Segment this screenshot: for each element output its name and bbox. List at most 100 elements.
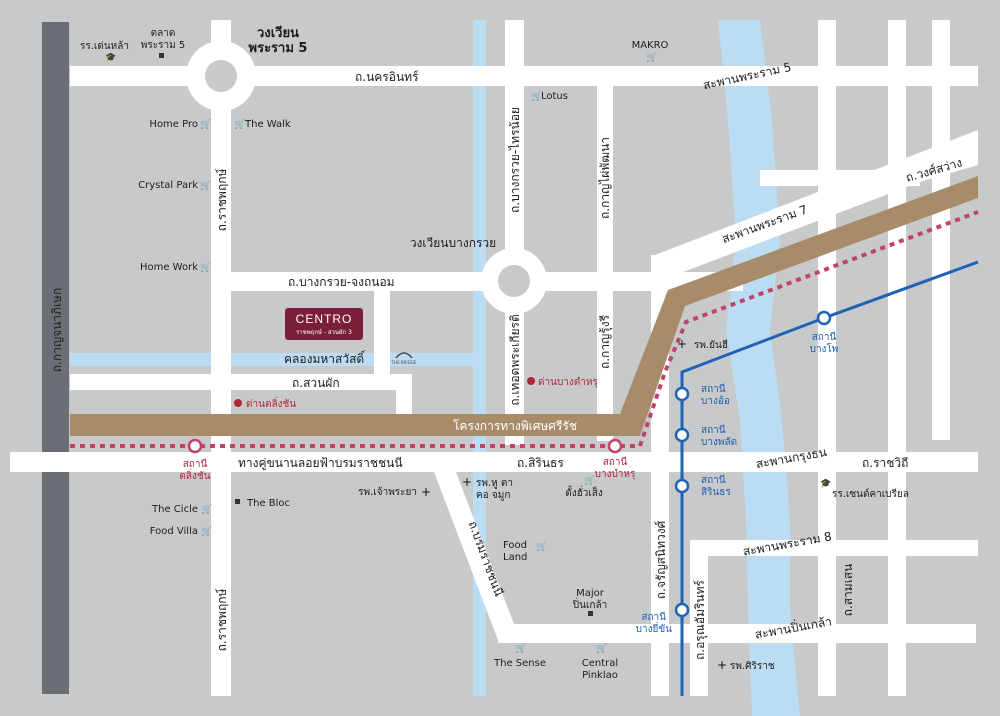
station-word: สถานี (701, 383, 726, 395)
bridge-logo-text: THE BRIDGE (391, 360, 417, 365)
bang-kruai-circle-label: วงเวียนบางกรวย (410, 236, 496, 250)
station-word: สถานี (701, 424, 726, 436)
station-word: สถานี (603, 456, 628, 468)
cart-icon: 🛒 (536, 540, 547, 552)
road-label-kan-phai-phatthana: ถ.กาญไผ่พัฒนา (598, 137, 612, 219)
station-word: สถานี (701, 474, 726, 486)
road-suan-phak (70, 374, 412, 390)
poi-school-dengla: รร.เด่นหล้า (80, 40, 129, 52)
centro-project-badge[interactable]: CENTRO ราชพฤกษ์ - สวนผัก 3 (285, 308, 363, 340)
road-pin-klao (498, 624, 976, 643)
station-bang-yi-khan-ring[interactable] (674, 602, 690, 618)
station-bang-o-ring[interactable] (674, 386, 690, 402)
checkpoint-dot-icon (527, 377, 535, 385)
checkpoint-bang-kruai-label: ด่านบางตำหรุ (538, 377, 598, 388)
station-labels: สถานี ตลิ่งชัน สถานี บางบำหรุ สถานี บางอ… (179, 331, 838, 635)
station-bang-phlat-ring[interactable] (674, 427, 690, 443)
road-label-suan-phak: ถ.สวนผัก (292, 376, 340, 390)
station-word: สถานี (812, 331, 837, 343)
cart-icon: 🛒 (234, 118, 245, 130)
road-far-east-vertical (932, 20, 950, 440)
road-kan-rung (597, 291, 613, 441)
checkpoint-taling-chan-label: ด่านตลิ่งชัน (246, 396, 296, 410)
poi-food-villa: Food Villa (150, 526, 198, 537)
cart-icon: 🛒 (531, 90, 542, 102)
market-icon (159, 53, 164, 58)
road-label-thoet-phrakiat: ถ.เทอดพระเกียรติ (508, 314, 522, 406)
centro-subtitle: ราชพฤกษ์ - สวนผัก 3 (296, 328, 352, 336)
poi-tang-hua-seng: ตั้งฮั่วเส็ง (565, 485, 603, 499)
road-kan-phai-phatthana (597, 86, 613, 272)
school-icon: 🎓 (820, 478, 831, 489)
the-bridge-logo: THE BRIDGE (391, 352, 417, 365)
rama5-circle-label-2: พระราม 5 (249, 41, 308, 56)
cart-icon: 🛒 (201, 503, 212, 515)
road-sirindhorn (10, 452, 978, 472)
road-label-ratchaphruek-top: ถ.ราชพฤกษ์ (215, 168, 229, 231)
blue-line-rail (680, 260, 979, 696)
school-icon: 🎓 (105, 52, 116, 63)
road-st-gabriel-cross (836, 452, 976, 472)
road-ratchaphruek (211, 20, 231, 696)
road-label-bang-kruai-chong-thanom: ถ.บางกรวย-จงถนอม (288, 275, 395, 289)
station-bang-bamru-label: บางบำหรุ (595, 469, 636, 480)
poi-siriraj: รพ.ศิริราช (730, 661, 775, 672)
hospital-cross-icon: + (677, 337, 687, 351)
poi-labels: รร.เด่นหล้า ตลาด พระราม 5 MAKRO Lotus Ho… (80, 28, 909, 681)
poi-central-2: Pinklao (582, 670, 618, 681)
poi-the-sense: The Sense (493, 658, 546, 669)
poi-icons: 🎓 🛒 🛒 🛒 🛒 🛒 🛒 + + + 🛒 🛒 🛒 🛒 🛒 🛒 + 🎓 (105, 51, 831, 672)
poi-home-work: Home Work (140, 262, 198, 273)
poi-central-1: Central (582, 658, 618, 669)
market-icon (235, 499, 240, 504)
road-label-ratchaphruek-bottom: ถ.ราชพฤกษ์ (215, 588, 229, 651)
station-bang-pho-label: บางโพ (810, 342, 839, 355)
poi-the-walk: The Walk (244, 119, 291, 130)
hospital-cross-icon: + (462, 475, 472, 489)
hospital-cross-icon: + (421, 485, 431, 499)
road-bang-kruai-sai-noi (505, 20, 524, 445)
poi-market-1: ตลาด (151, 28, 176, 39)
station-bang-pho-ring[interactable] (816, 310, 832, 326)
road-label-arun-amarin: ถ.อรุณอัมรินทร์ (693, 579, 708, 660)
road-rama7-bridge (655, 130, 978, 277)
station-taling-chan-ring[interactable] (187, 438, 203, 454)
red-line-rail (70, 210, 979, 448)
poi-food-land-2: Land (503, 552, 527, 563)
road-label-kanchanaphisek: ถ.กาญจนาภิเษก (50, 288, 64, 372)
station-sirindhorn-ring[interactable] (674, 478, 690, 494)
poi-food-land-1: Food (503, 540, 527, 551)
canal-mahasawat (70, 353, 473, 366)
poi-home-pro: Home Pro (149, 119, 198, 130)
road-label-bang-kruai-sai-noi: ถ.บางกรวย-ไทรน้อย (508, 107, 522, 213)
hospital-cross-icon: + (717, 658, 727, 672)
road-top-connector (760, 170, 920, 186)
poi-st-gabriel: รร.เซนต์คาเบรียล (832, 488, 909, 500)
checkpoint-dot-icon (234, 399, 242, 407)
cart-icon: 🛒 (201, 525, 212, 537)
station-bang-o-label: บางอ้อ (701, 395, 730, 407)
kanchanaphisek-road (42, 22, 69, 694)
road-network (10, 20, 978, 696)
road-arun-amarin (690, 540, 708, 696)
bridge-logo-arch (395, 352, 413, 359)
poi-yanhee: รพ.ยันฮี (694, 339, 728, 351)
road-label-sirindhorn: ถ.สิรินธร (517, 456, 564, 470)
road-label-kan-rung: ถ.กาญรุ้งรี (598, 314, 613, 369)
road-label-ratchawithi: ถ.ราชวิถี (862, 456, 908, 470)
bang-kruai-circle-hole (498, 265, 530, 297)
station-sirindhorn-label: สิรินธร (701, 487, 731, 498)
station-word: สถานี (183, 458, 208, 470)
poi-ent-hosp-2: คอ จมูก (476, 490, 510, 501)
poi-lotus: Lotus (541, 91, 568, 102)
station-bang-bamru-ring[interactable] (607, 438, 623, 454)
road-label-samsen: ถ.สามเสน (841, 564, 855, 617)
centro-name: CENTRO (296, 312, 353, 326)
station-taling-chan-label: ตลิ่งชัน (179, 468, 210, 482)
road-label-boromratchachonnani: ทางคู่ขนานลอยฟ้าบรมราชชนนี (238, 456, 403, 471)
station-word: สถานี (641, 611, 666, 623)
road-label-charan-sanitwong: ถ.จรัญสนิทวงศ์ (654, 520, 668, 599)
poi-crystal-park: Crystal Park (138, 180, 198, 191)
station-bang-phlat-label: บางพลัด (701, 437, 737, 448)
